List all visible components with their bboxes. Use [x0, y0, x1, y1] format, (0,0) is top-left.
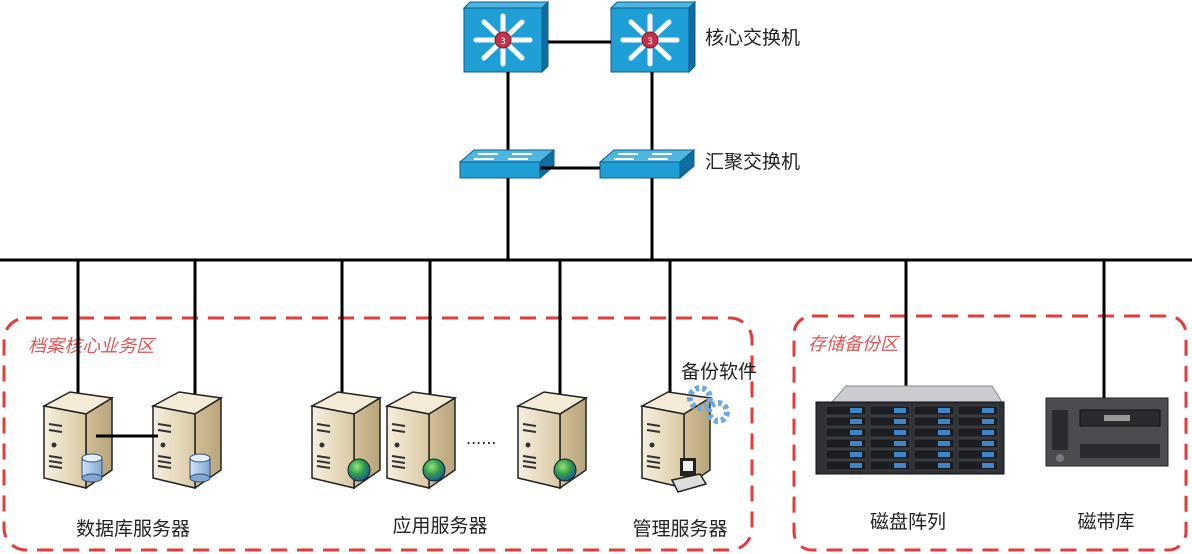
management-server	[641, 391, 711, 493]
tape-library	[1045, 397, 1169, 467]
disk-bay-led	[938, 441, 950, 446]
zone-storage-backup	[792, 314, 1188, 552]
disk-bay	[825, 405, 867, 416]
disk-bay	[913, 438, 955, 449]
disk-bay-led	[894, 441, 906, 446]
app-servers-label: 应用服务器	[392, 515, 487, 537]
disk-bay	[869, 438, 911, 449]
disk-bay-led	[982, 419, 994, 424]
core-switch-label: 核心交换机	[705, 27, 800, 49]
tape-library-label: 磁带库	[1077, 511, 1134, 533]
disk-bay-led	[850, 430, 862, 435]
agg-switch-2	[599, 149, 695, 179]
disk-bay	[957, 427, 999, 438]
disk-bay	[869, 427, 911, 438]
disk-bay	[957, 438, 999, 449]
db-server-1	[43, 391, 113, 489]
disk-bay-led	[938, 430, 950, 435]
disk-bay-led	[894, 430, 906, 435]
disk-bay-led	[982, 441, 994, 446]
disk-bay	[957, 460, 999, 471]
ellipsis: ......	[466, 429, 497, 448]
db-server-2	[152, 391, 222, 489]
zone-storage-backup-label: 存储备份区	[808, 334, 901, 355]
disk-bay	[825, 427, 867, 438]
app-server-2	[386, 391, 456, 489]
disk-bay	[913, 449, 955, 460]
disk-bay	[869, 449, 911, 460]
disk-bay	[825, 438, 867, 449]
management-server-label: 管理服务器	[632, 518, 727, 540]
globe-icon	[422, 458, 446, 482]
disk-bay	[913, 460, 955, 471]
database-icon	[81, 453, 103, 483]
disk-bay	[825, 460, 867, 471]
globe-icon	[553, 458, 577, 482]
disk-bay	[913, 405, 955, 416]
disk-bay-led	[982, 463, 994, 468]
disk-bay-led	[938, 463, 950, 468]
disk-bay	[913, 427, 955, 438]
zone-core-business	[2, 316, 754, 552]
disk-bay-led	[850, 419, 862, 424]
disk-bay-led	[938, 452, 950, 457]
disk-bay	[957, 405, 999, 416]
agg-switch-1	[459, 149, 555, 179]
database-icon	[189, 453, 211, 483]
disk-bay-led	[894, 452, 906, 457]
globe-icon	[347, 458, 371, 482]
db-servers-label: 数据库服务器	[76, 518, 190, 540]
disk-bay-led	[850, 408, 862, 413]
agg-switch-label: 汇聚交换机	[705, 151, 800, 173]
disk-bay-led	[982, 430, 994, 435]
disk-bay-led	[850, 441, 862, 446]
disk-bay-led	[894, 408, 906, 413]
disk-bay	[825, 416, 867, 427]
disk-bay	[913, 416, 955, 427]
disk-bay-led	[850, 463, 862, 468]
disk-bay	[869, 460, 911, 471]
backup-software-label: 备份软件	[681, 361, 757, 383]
core-switch-1	[464, 2, 548, 72]
workstation-icon	[670, 458, 708, 493]
disk-bay-led	[938, 408, 950, 413]
disk-bay	[957, 449, 999, 460]
app-server-3	[517, 391, 587, 489]
disk-bay	[825, 449, 867, 460]
disk-bay-led	[982, 452, 994, 457]
disk-bay-led	[894, 419, 906, 424]
drop-lines	[76, 260, 1106, 412]
disk-bay-led	[938, 419, 950, 424]
gear-icon	[687, 385, 730, 424]
disk-bay	[869, 405, 911, 416]
disk-array-label: 磁盘阵列	[870, 511, 946, 533]
core-switch-2	[611, 2, 695, 72]
disk-bay-led	[850, 452, 862, 457]
disk-bay	[957, 416, 999, 427]
disk-bay-led	[894, 463, 906, 468]
disk-bay	[869, 416, 911, 427]
disk-array	[815, 385, 1005, 475]
disk-bay-led	[982, 408, 994, 413]
zone-core-business-label: 档案核心业务区	[28, 336, 157, 357]
app-server-1	[311, 391, 381, 489]
